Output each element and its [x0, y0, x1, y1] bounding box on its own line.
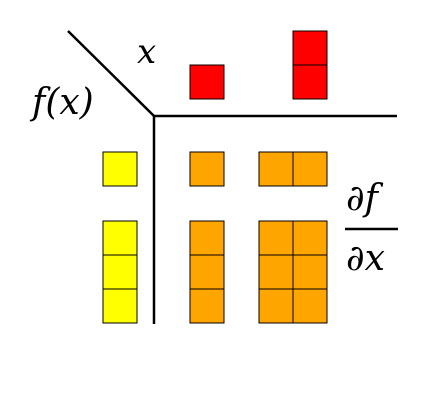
output-block-1x1-cell	[102, 151, 138, 187]
jacobian-block-3x1-cell	[189, 220, 225, 256]
input-block-1x1	[189, 64, 225, 100]
jacobian-block-3x2	[258, 220, 328, 324]
jacobian-block-3x1-cell	[189, 288, 225, 324]
diagonal-divider	[67, 30, 155, 117]
partial-x-label: ∂x	[346, 238, 385, 279]
jacobian-block-3x2-cell	[258, 288, 294, 324]
input-label: x	[137, 32, 156, 72]
partial-f-label: ∂f	[346, 178, 384, 219]
jacobian-block-3x2-cell	[292, 220, 328, 256]
output-block-3x1-cell	[102, 288, 138, 324]
input-block-2x1-cell	[292, 30, 328, 66]
output-block-3x1	[102, 220, 138, 324]
input-block-1x1-cell	[189, 64, 225, 100]
output-block-3x1-cell	[102, 220, 138, 256]
output-block-3x1-cell	[102, 254, 138, 290]
jacobian-block-1x2-cell	[292, 151, 328, 187]
jacobian-block-1x1-cell	[189, 151, 225, 187]
jacobian-block-3x2-cell	[258, 254, 294, 290]
jacobian-block-3x2-cell	[292, 288, 328, 324]
input-block-2x1	[292, 30, 328, 100]
jacobian-block-3x2-cell	[258, 220, 294, 256]
jacobian-block-1x2-cell	[258, 151, 294, 187]
output-label: f(x)	[29, 82, 94, 123]
jacobian-block-1x1	[189, 151, 225, 187]
jacobian-block-1x2	[258, 151, 328, 187]
jacobian-block-3x2-cell	[292, 254, 328, 290]
jacobian-block-3x1-cell	[189, 254, 225, 290]
jacobian-block-3x1	[189, 220, 225, 324]
input-block-2x1-cell	[292, 64, 328, 100]
output-block-1x1	[102, 151, 138, 187]
